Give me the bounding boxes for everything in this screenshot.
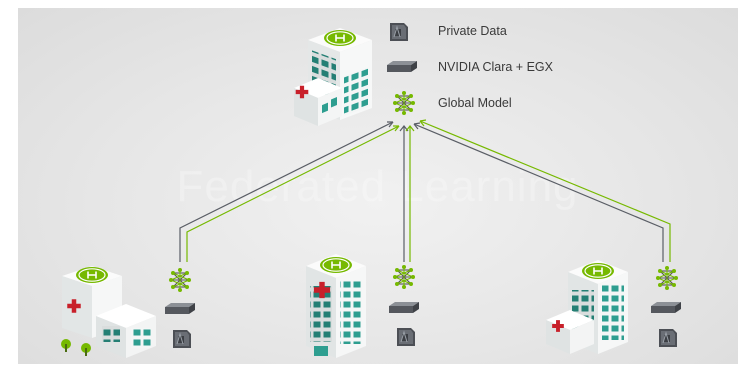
legend-private-data-label: Private Data: [438, 24, 507, 38]
network-model-icon: [392, 264, 416, 290]
watermark-text: Federated Learning: [176, 162, 579, 211]
network-model-icon: [392, 90, 416, 116]
connection-center: [399, 125, 415, 262]
hospital-icon-left: [61, 266, 156, 358]
hospital-icon-right: [546, 260, 628, 354]
hard-drive-icon: [387, 61, 417, 72]
network-model-icon: [655, 265, 679, 291]
hospital-icon-center: [306, 254, 366, 358]
connection-left: [179, 121, 400, 262]
connection-right: [413, 119, 671, 262]
hospital-icon-central: [294, 28, 372, 126]
private-data-icon: [658, 328, 678, 348]
hard-drive-icon: [165, 303, 195, 314]
network-model-icon: [168, 267, 192, 293]
hard-drive-icon: [389, 302, 419, 313]
legend-clara-egx-label: NVIDIA Clara + EGX: [438, 60, 553, 74]
legend-global-model-label: Global Model: [438, 96, 512, 110]
private-data-icon: [389, 22, 409, 42]
private-data-icon: [396, 327, 416, 347]
private-data-icon: [172, 329, 192, 349]
hard-drive-icon: [651, 302, 681, 313]
